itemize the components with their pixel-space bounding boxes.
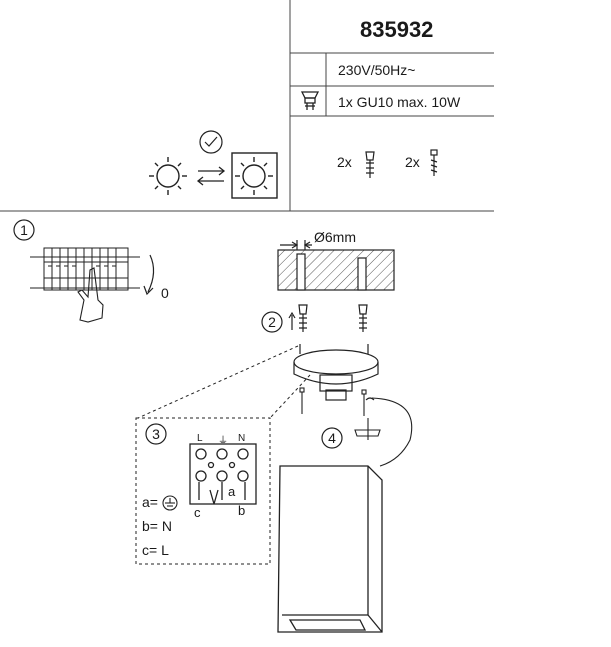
switch-state-label: 0 [161, 285, 169, 301]
wall-plugs [288, 304, 368, 332]
cable-clip [354, 397, 413, 467]
swap-arrows-icon [196, 166, 226, 186]
step-2-label: 2 [268, 314, 276, 330]
lamp-housing [277, 465, 383, 633]
detail-callout [135, 345, 311, 565]
step-3-label: 3 [152, 426, 160, 442]
ceiling-section [277, 240, 395, 291]
step-1-marker [13, 219, 35, 241]
switch-off-arrow-icon [143, 254, 155, 296]
gu10-bulb-icon [300, 91, 320, 110]
wall-plug-qty: 2x [337, 154, 352, 170]
drill-diameter-label: Ø6mm [314, 229, 356, 245]
wire-label-b: b [238, 503, 246, 518]
step-4-marker [321, 427, 343, 449]
step-1-label: 1 [20, 222, 28, 238]
circuit-breaker-panel [30, 247, 140, 291]
screw-icon [430, 149, 438, 176]
step-3-marker [145, 423, 167, 445]
model-number: 835932 [360, 17, 434, 42]
wire-label-a: a [228, 484, 236, 499]
terminal-label-n: N [238, 433, 246, 444]
terminal-ground-icon: ⏚ [218, 436, 228, 447]
sun-icon [149, 157, 187, 195]
step-4-label: 4 [328, 430, 336, 446]
ground-symbol-icon [162, 495, 178, 511]
mounting-plate [293, 344, 379, 401]
legend-b: b= N [142, 518, 172, 534]
step-2-marker [261, 311, 283, 333]
checkmark-icon [199, 130, 223, 154]
plate-screws [299, 387, 367, 416]
wall-plug-icon [365, 151, 375, 178]
hand-icon [77, 267, 104, 323]
bulb-spec: 1x GU10 max. 10W [338, 94, 461, 110]
voltage-spec: 230V/50Hz~ [338, 62, 416, 78]
header-frame [0, 0, 494, 212]
wire-label-c: c [194, 505, 201, 520]
sun-in-box-icon [231, 152, 278, 199]
terminal-label-l: L [197, 433, 203, 444]
screw-qty: 2x [405, 154, 420, 170]
terminal-block [189, 443, 257, 505]
legend-c: c= L [142, 542, 169, 558]
legend-a: a= [142, 494, 158, 510]
